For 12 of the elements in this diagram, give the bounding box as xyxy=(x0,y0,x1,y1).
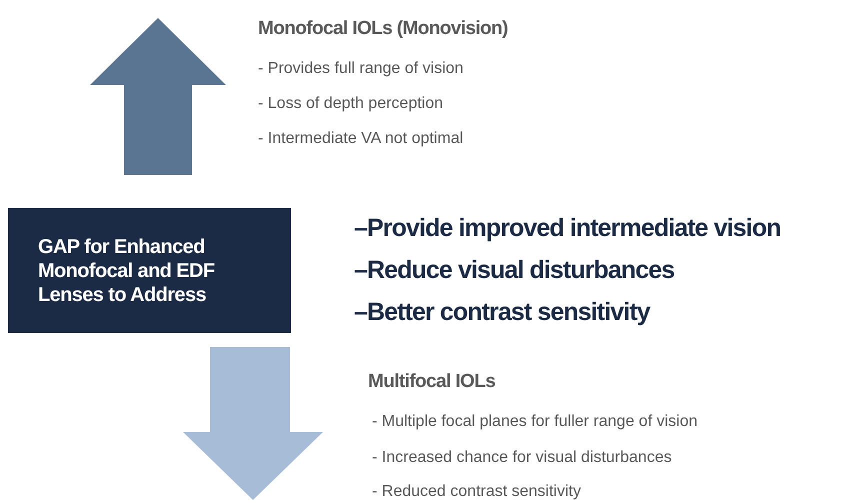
heading: Multifocal IOLs xyxy=(368,371,496,393)
bullet-item: - Reduced contrast sensitivity xyxy=(372,483,581,501)
bullet-item: - Intermediate VA not optimal xyxy=(258,130,464,148)
bullet-item: - Loss of depth perception xyxy=(258,95,444,113)
heading: Monofocal IOLs (Monovision) xyxy=(258,18,508,40)
key-point: –Provide improved intermediate vision xyxy=(354,214,781,243)
key-point: –Better contrast sensitivity xyxy=(354,298,650,327)
bullet-item: - Multiple focal planes for fuller range of vision xyxy=(372,413,698,431)
text-box: GAP for Enhanced Monofocal and EDF Lenses to Address xyxy=(8,208,291,333)
bullet-item: - Provides full range of vision xyxy=(258,60,464,78)
key-point: –Reduce visual disturbances xyxy=(354,256,674,285)
bullet-item: - Increased chance for visual disturbances xyxy=(372,449,672,467)
